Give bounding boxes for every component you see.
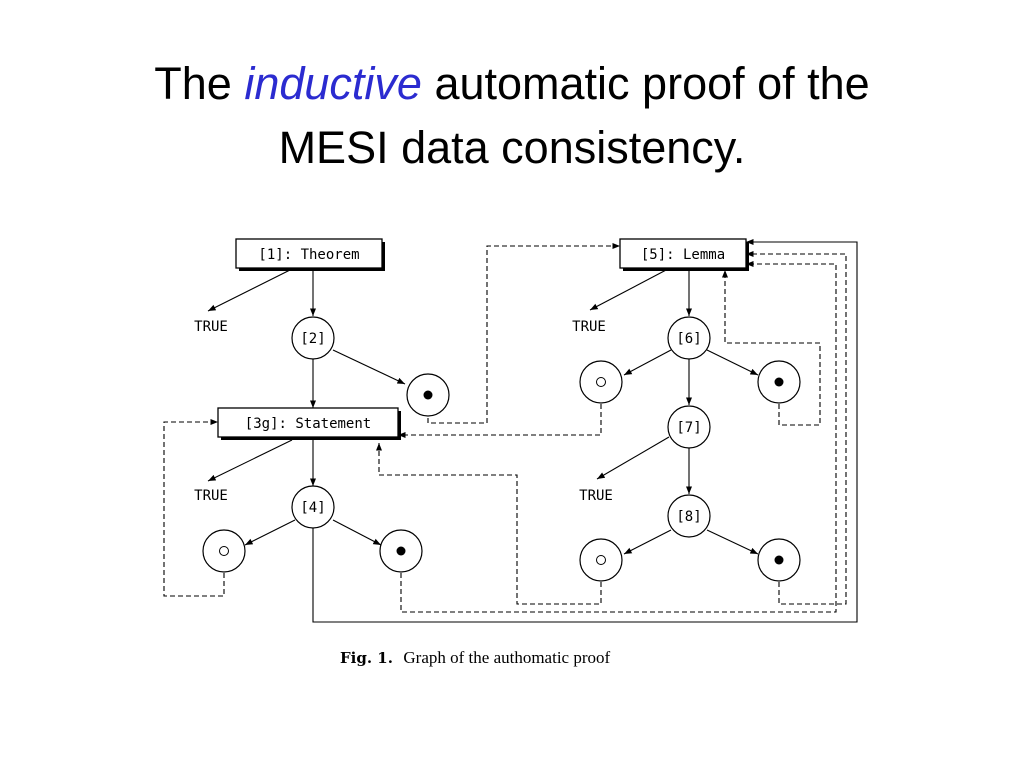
edge-4-lemma-loop bbox=[312, 238, 858, 623]
solid-edges bbox=[207, 238, 858, 623]
filled-dot-icon bbox=[396, 546, 406, 556]
dashed-edges bbox=[163, 242, 847, 613]
theorem-label: [1]: Theorem bbox=[258, 247, 359, 263]
node-6: [6] bbox=[667, 316, 711, 360]
title-line-1: The inductive automatic proof of the bbox=[0, 52, 1024, 116]
edge-4-filled bbox=[332, 519, 382, 546]
dash-6-filled-lemma bbox=[721, 270, 821, 426]
true-label-1: TRUE bbox=[194, 319, 228, 335]
node-2: [2] bbox=[291, 316, 335, 360]
edge-2-filled bbox=[332, 349, 406, 385]
dash-8-open-statement bbox=[375, 443, 602, 605]
true-label-5: TRUE bbox=[572, 319, 606, 335]
filled-dot-icon bbox=[774, 377, 784, 387]
caption-text: Graph of the authomatic proof bbox=[403, 648, 610, 667]
open-dot-icon bbox=[596, 555, 606, 565]
true-label-3g: TRUE bbox=[194, 488, 228, 504]
leaf-filled-6 bbox=[757, 360, 801, 404]
svg-text:[8]: [8] bbox=[676, 509, 701, 525]
edge-statement-true bbox=[207, 439, 293, 482]
title-prefix: The bbox=[154, 58, 232, 109]
edge-8-filled bbox=[706, 529, 759, 555]
open-dot-icon bbox=[596, 377, 606, 387]
node-4: [4] bbox=[291, 485, 335, 529]
edge-lemma-true bbox=[589, 268, 669, 311]
dash-2-filled-lemma bbox=[427, 242, 620, 424]
statement-box: [3g]: Statement bbox=[217, 407, 401, 440]
svg-text:[7]: [7] bbox=[676, 420, 701, 436]
node-8: [8] bbox=[667, 494, 711, 538]
statement-label: [3g]: Statement bbox=[245, 416, 371, 432]
svg-text:[4]: [4] bbox=[300, 500, 325, 516]
dash-8-filled-lemma bbox=[746, 250, 847, 605]
lemma-label: [5]: Lemma bbox=[641, 247, 725, 263]
edge-7-true bbox=[596, 436, 670, 480]
dash-6-open-statement bbox=[398, 404, 602, 439]
slide-title: The inductive automatic proof of the MES… bbox=[0, 52, 1024, 180]
edge-theorem-true bbox=[207, 268, 293, 312]
theorem-box: [1]: Theorem bbox=[235, 238, 385, 271]
filled-dot-icon bbox=[423, 390, 433, 400]
figure-caption: Fig. 1. Graph of the authomatic proof bbox=[340, 648, 611, 667]
open-dot-icon bbox=[219, 546, 229, 556]
title-line-2: MESI data consistency. bbox=[278, 122, 746, 173]
title-emphasis: inductive bbox=[244, 58, 422, 109]
leaf-filled-2 bbox=[406, 373, 450, 417]
lemma-box: [5]: Lemma bbox=[619, 238, 749, 271]
dash-4-open-statement bbox=[163, 418, 225, 597]
node-7: [7] bbox=[667, 405, 711, 449]
edge-8-open bbox=[623, 529, 672, 555]
leaf-open-6 bbox=[579, 360, 623, 404]
edge-6-filled bbox=[706, 349, 759, 376]
edge-6-open bbox=[623, 349, 672, 376]
true-label-7: TRUE bbox=[579, 488, 613, 504]
leaf-filled-4 bbox=[379, 529, 423, 573]
leaf-open-4 bbox=[202, 529, 246, 573]
leaf-open-8 bbox=[579, 538, 623, 582]
filled-dot-icon bbox=[774, 555, 784, 565]
caption-fig-label: Fig. 1. bbox=[340, 649, 393, 667]
dash-4-filled-lemma bbox=[400, 260, 837, 613]
svg-text:[2]: [2] bbox=[300, 331, 325, 347]
leaf-filled-8 bbox=[757, 538, 801, 582]
edge-4-open bbox=[244, 519, 296, 546]
title-suffix: automatic proof of the bbox=[434, 58, 870, 109]
svg-text:[6]: [6] bbox=[676, 331, 701, 347]
